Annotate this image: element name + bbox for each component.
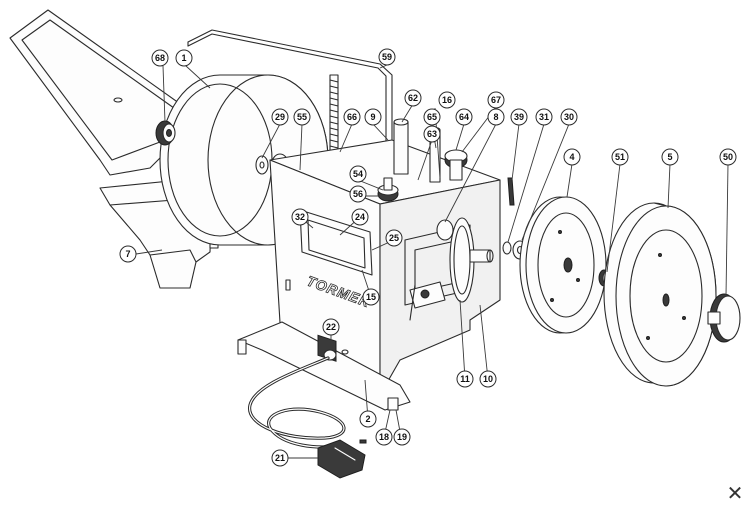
svg-text:4: 4 [569, 152, 574, 162]
svg-text:21: 21 [275, 453, 285, 463]
svg-text:24: 24 [355, 212, 365, 222]
svg-text:56: 56 [353, 189, 363, 199]
callout-2: 2 [359, 410, 377, 428]
shaft-assembly [409, 217, 494, 321]
svg-text:59: 59 [382, 52, 392, 62]
callout-50: 50 [719, 148, 737, 166]
callout-39: 39 [510, 108, 528, 126]
pin-39 [507, 177, 515, 206]
callout-25: 25 [385, 229, 403, 247]
svg-text:19: 19 [397, 432, 407, 442]
sleeve-and-knobs [377, 118, 468, 202]
svg-text:7: 7 [125, 249, 130, 259]
callout-9: 9 [364, 108, 382, 126]
svg-text:54: 54 [353, 169, 363, 179]
callout-10: 10 [479, 370, 497, 388]
svg-text:65: 65 [427, 112, 437, 122]
svg-text:9: 9 [370, 112, 375, 122]
callout-56: 56 [349, 185, 367, 203]
callout-51: 51 [611, 148, 629, 166]
callout-65: 65 [423, 108, 441, 126]
close-button[interactable]: ✕ [726, 481, 744, 505]
machine-housing [237, 139, 501, 411]
callout-67: 67 [487, 91, 505, 109]
callout-32: 32 [291, 208, 309, 226]
callout-7: 7 [119, 245, 137, 263]
callout-55: 55 [293, 108, 311, 126]
callout-63: 63 [423, 125, 441, 143]
callout-11: 11 [456, 370, 474, 388]
svg-text:51: 51 [615, 152, 625, 162]
svg-text:8: 8 [493, 112, 498, 122]
callout-22: 22 [322, 318, 340, 336]
callout-1: 1 [175, 49, 193, 67]
svg-text:22: 22 [326, 322, 336, 332]
callout-21: 21 [271, 449, 289, 467]
callout-62: 62 [404, 89, 422, 107]
svg-text:67: 67 [491, 95, 501, 105]
svg-text:18: 18 [379, 432, 389, 442]
leader-lines [135, 64, 729, 459]
callout-8: 8 [487, 108, 505, 126]
svg-text:32: 32 [295, 212, 305, 222]
callout-19: 19 [393, 428, 411, 446]
callout-66: 66 [343, 108, 361, 126]
support-bar [187, 29, 393, 143]
svg-text:2: 2 [365, 414, 370, 424]
svg-text:10: 10 [483, 374, 493, 384]
svg-text:39: 39 [514, 112, 524, 122]
callout-30: 30 [560, 108, 578, 126]
svg-text:55: 55 [297, 112, 307, 122]
callout-5: 5 [661, 148, 679, 166]
callout-68: 68 [151, 49, 169, 67]
callout-16: 16 [438, 91, 456, 109]
svg-text:16: 16 [442, 95, 452, 105]
callout-31: 31 [535, 108, 553, 126]
power-cord [248, 356, 367, 479]
callout-59: 59 [378, 48, 396, 66]
svg-text:25: 25 [389, 233, 399, 243]
svg-text:66: 66 [347, 112, 357, 122]
leather-wheel [603, 202, 717, 387]
svg-text:63: 63 [427, 129, 437, 139]
svg-text:11: 11 [460, 374, 470, 384]
callout-29: 29 [271, 108, 289, 126]
svg-text:50: 50 [723, 152, 733, 162]
callout-64: 64 [455, 108, 473, 126]
callout-18: 18 [375, 428, 393, 446]
svg-text:30: 30 [564, 112, 574, 122]
svg-text:64: 64 [459, 112, 469, 122]
knob-50 [707, 293, 741, 343]
svg-text:31: 31 [539, 112, 549, 122]
svg-text:1: 1 [181, 53, 186, 63]
callout-4: 4 [563, 148, 581, 166]
callout-15: 15 [362, 288, 380, 306]
svg-text:5: 5 [667, 152, 672, 162]
svg-text:62: 62 [408, 93, 418, 103]
callout-24: 24 [351, 208, 369, 226]
honing-wheel [519, 196, 607, 334]
svg-text:29: 29 [275, 112, 285, 122]
part-68-knob [155, 120, 176, 146]
svg-text:68: 68 [155, 53, 165, 63]
callout-54: 54 [349, 165, 367, 183]
svg-text:15: 15 [366, 292, 376, 302]
